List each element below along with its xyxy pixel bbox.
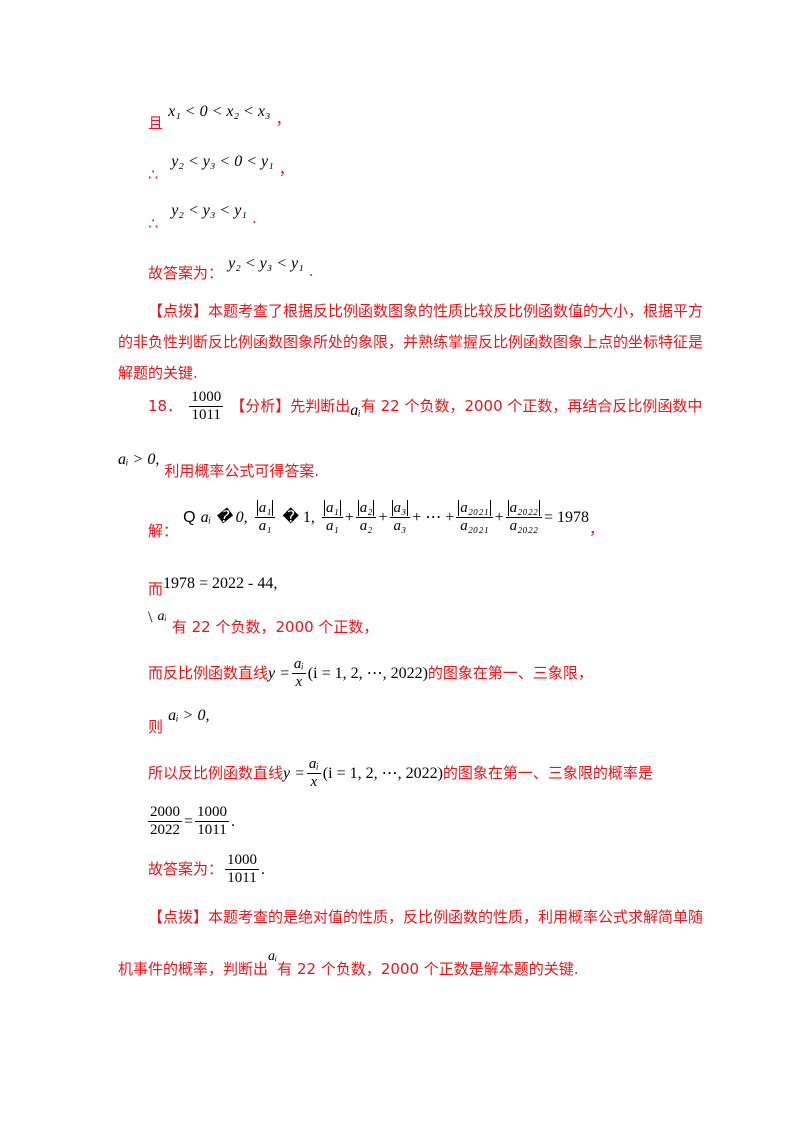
term-2022: a₂₀₂₂ a₂₀₂₂ [505, 500, 543, 535]
fraction-2000-2022: 2000 2022 [148, 804, 182, 838]
glyph-backslash: \ [148, 609, 153, 626]
answer-label: 故答案为： [148, 860, 224, 878]
analysis-text-b: 有 22 个负数，2000 个正数，再结合反比例函数中 [360, 397, 703, 415]
text-ze: 则 [148, 718, 164, 736]
analysis-line-2: aᵢ > 0, 利用概率公式可得答案. [118, 451, 319, 480]
tip-2-line-2: 机事件的概率，判断出aᵢ有 22 个负数，2000 个正数是解本题的关键. [118, 944, 579, 978]
text-qie: 且 [148, 114, 164, 132]
solution-line-2: 而1978 = 2022 - 44, [148, 572, 278, 598]
comma: ， [589, 520, 605, 538]
term-1: a₁ a₁ [322, 500, 343, 535]
solution-line-6: 所以反比例函数直线y = aᵢ x (i = 1, 2, ⋯, 2022)的图象… [148, 756, 653, 791]
math-y-order-2: y₂ < y₃ < y₁ [171, 202, 247, 219]
func-y: y = [283, 765, 305, 782]
math-x-order: x₁ < 0 < x₂ < x₃ [168, 103, 271, 120]
func-y: y = [268, 665, 290, 682]
math-equals-1978: = 1978 [544, 509, 590, 526]
therefore-icon: ∴ [148, 214, 159, 233]
math-y-order-1: y₂ < y₃ < 0 < y₁ [171, 153, 274, 170]
equals: = [184, 813, 194, 830]
solution-line-3: \ aᵢ 有 22 个负数，2000 个正数， [148, 606, 378, 636]
func-fraction: aᵢ x [306, 756, 321, 790]
tip-1-line-1: 【点拨】本题考查了根据反比例函数图象的性质比较反比例函数值的大小，根据平方 [148, 302, 704, 320]
tip-2-text-b: 有 22 个负数，2000 个正数是解本题的关键. [277, 960, 579, 978]
solution-line-5: 则 aᵢ > 0, [148, 704, 210, 736]
term-3: a₃ a₃ [389, 500, 411, 535]
tip-2-line-1: 【点拨】本题考查的是绝对值的性质，反比例函数的性质，利用概率公式求解简单随 [148, 908, 704, 926]
line-6-text-b: 的图象在第一、三象限的概率是 [442, 764, 653, 782]
line-answer-1: 故答案为： y₂ < y₃ < y₁ . [148, 252, 314, 282]
therefore-icon: ∴ [148, 165, 159, 184]
fraction-numerator: 1000 [189, 389, 224, 407]
math-1978: 1978 = 2022 - 44, [163, 575, 278, 592]
final-answer: 故答案为： 1000 1011 . [148, 852, 265, 887]
glyph-q: Q [183, 509, 196, 526]
comma: ， [278, 160, 294, 178]
solution-line-3-text: 有 22 个负数，2000 个正数， [171, 618, 379, 636]
line-4-text-b: 的图象在第一、三象限， [427, 664, 593, 682]
period: . [231, 813, 236, 830]
func-range: (i = 1, 2, ⋯, 2022) [322, 765, 443, 782]
var-ai: aᵢ [350, 402, 361, 419]
tip-2-text-a: 机事件的概率，判断出 [118, 960, 269, 978]
math-ai-positive: aᵢ > 0, [168, 707, 210, 724]
var-ai: aᵢ [157, 609, 167, 624]
line-4-text-a: 而反比例函数直线 [148, 664, 269, 682]
period: . [251, 209, 257, 227]
fraction-abs-ai: a₁ a₁ [254, 500, 276, 535]
func-range: (i = 1, 2, ⋯, 2022) [307, 665, 428, 682]
fraction-1000-1011: 1000 1011 [195, 804, 230, 838]
solution-equation: 解： Q aᵢ � 0, a₁ a₁ � 1, a₁ a₁ + a₂ a₂ + … [148, 500, 605, 540]
tip-1-line-2: 的非负性判断反比例函数图象所处的象限，并熟练掌握反比例函数图象上点的坐标特征是 [118, 333, 704, 351]
question-number: 18． [148, 397, 183, 415]
question-18-header: 18． 1000 1011 【分析】先判断出aᵢ有 22 个负数，2000 个正… [148, 389, 702, 424]
term-2021: a₂₀₂₁ a₂₀₂₁ [456, 500, 493, 535]
analysis-text-c: 利用概率公式可得答案. [164, 462, 320, 480]
math-condition: aᵢ � 0, [200, 509, 248, 526]
func-fraction: aᵢ x [291, 656, 306, 690]
fraction-denominator: 1011 [191, 407, 221, 423]
line-condition-x: 且 x₁ < 0 < x₂ < x₃ ， [148, 100, 291, 132]
solution-line-7: 2000 2022 = 1000 1011 . [146, 804, 235, 839]
period: . [261, 861, 266, 878]
math-frac-value: � 1, [282, 509, 315, 526]
math-answer-1: y₂ < y₃ < y₁ [228, 255, 304, 272]
term-2: a₂ a₂ [355, 500, 377, 535]
var-ai: aᵢ [268, 949, 278, 964]
final-fraction: 1000 1011 [225, 852, 260, 886]
text-er: 而 [148, 580, 164, 598]
answer-fraction: 1000 1011 [189, 389, 224, 424]
line-therefore-2: ∴ y₂ < y₃ < y₁ . [148, 200, 257, 233]
analysis-text-a: 【分析】先判断出 [230, 397, 351, 415]
tip-1-line-3: 解题的关键. [118, 364, 198, 382]
solution-line-4: 而反比例函数直线y = aᵢ x (i = 1, 2, ⋯, 2022)的图象在… [148, 656, 593, 691]
ellipsis: + ⋯ + [412, 509, 455, 526]
comma: ， [275, 110, 291, 128]
solution-label: 解： [148, 522, 179, 540]
denom-ai: a₁ [258, 518, 272, 534]
math-ai-positive: aᵢ > 0, [118, 451, 160, 468]
answer-label: 故答案为： [148, 264, 224, 282]
period: . [308, 262, 314, 280]
abs-ai: a₁ [256, 500, 274, 516]
line-6-text-a: 所以反比例函数直线 [148, 764, 284, 782]
line-therefore-1: ∴ y₂ < y₃ < 0 < y₁ ， [148, 150, 294, 184]
